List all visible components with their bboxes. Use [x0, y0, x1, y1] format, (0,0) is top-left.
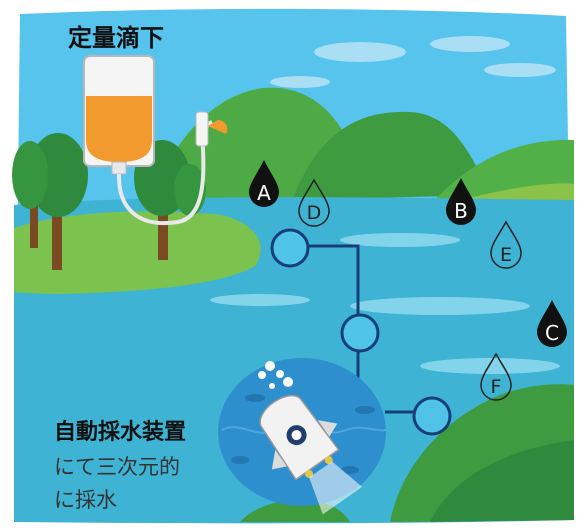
- lake-reflections: [210, 233, 560, 374]
- caption-line-2: にて三次元的: [54, 455, 180, 479]
- marker-drop-C: [537, 300, 567, 347]
- drip-bag: [83, 55, 228, 226]
- trees: [12, 133, 206, 270]
- middle-hill: [292, 111, 490, 200]
- marker-drop-F: [480, 352, 512, 401]
- marker-drop-A: [249, 160, 279, 207]
- sampling-points: [270, 228, 452, 436]
- marker-label-A: A: [257, 181, 271, 205]
- marker-label-E: E: [500, 244, 512, 266]
- marker-label-F: F: [491, 376, 502, 398]
- left-island: [14, 211, 261, 294]
- auto-sampler-bubble: [218, 358, 387, 515]
- caption-heading: 自動採水装置: [54, 420, 187, 445]
- marker-drop-B: [446, 178, 476, 225]
- marker-label-C: C: [545, 321, 559, 345]
- clouds: [270, 36, 556, 88]
- marker-label-B: B: [454, 199, 468, 223]
- marker-label-D: D: [307, 202, 322, 224]
- caption-line-3: に採水: [54, 488, 117, 512]
- marker-drop-D: [298, 178, 330, 227]
- right-shore-bushes-front: [430, 440, 574, 522]
- marker-drop-E: [490, 220, 522, 269]
- drip-title: 定量滴下: [68, 24, 164, 52]
